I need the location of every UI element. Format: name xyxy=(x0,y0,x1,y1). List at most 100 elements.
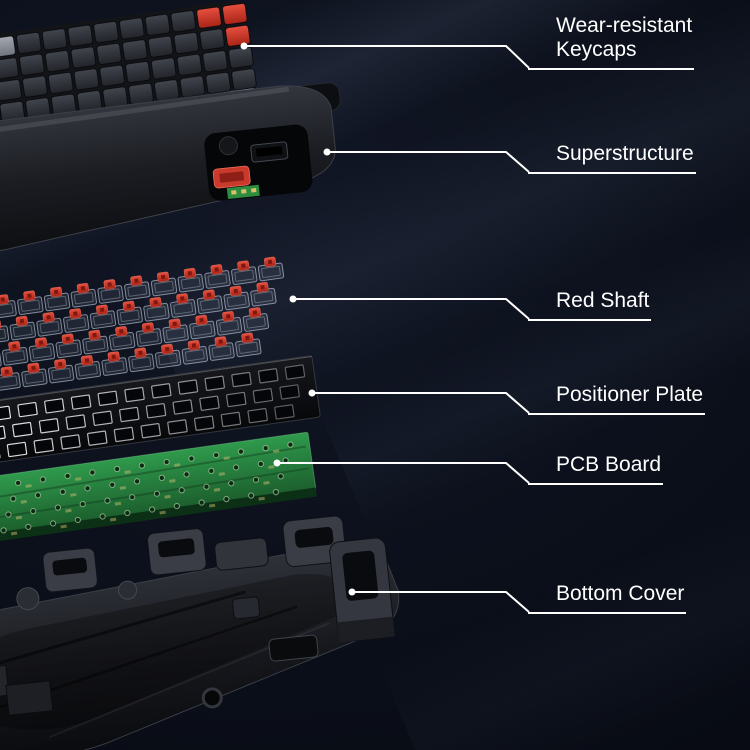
standoff-slot xyxy=(294,526,334,548)
switch-unit xyxy=(241,305,270,333)
pcb-pad xyxy=(183,471,190,478)
pcb-pad xyxy=(109,481,116,488)
leader-bottom-cover xyxy=(352,591,530,613)
switch-unit xyxy=(229,259,258,286)
plate-hole xyxy=(12,421,33,438)
keycap xyxy=(199,28,225,51)
corner-block-step xyxy=(337,616,395,643)
plate-hole xyxy=(0,405,12,422)
pcb-gold-pad xyxy=(218,472,226,476)
label-positioner-plate: Positioner Plate xyxy=(528,383,706,415)
switch-unit xyxy=(96,277,124,305)
pcb-board-graphic xyxy=(0,431,317,547)
leader-keycaps xyxy=(244,45,530,69)
switch-unit xyxy=(126,346,155,373)
switch-unit xyxy=(142,295,170,322)
pcb-pad xyxy=(232,464,240,471)
switch-unit xyxy=(134,320,163,348)
leader-positioner-plate xyxy=(312,392,530,414)
switch-unit xyxy=(214,309,243,336)
switch-unit xyxy=(27,336,56,363)
keycap xyxy=(150,57,177,80)
leader-lines xyxy=(240,42,530,613)
pcb-pad xyxy=(34,492,42,499)
superstructure-graphic xyxy=(0,82,341,253)
plate-hole xyxy=(87,430,108,446)
pcb-pad xyxy=(84,485,91,492)
pcb-pad xyxy=(25,523,32,531)
pcb-pad xyxy=(257,460,264,468)
pcb-pad xyxy=(248,492,255,499)
pcb-pad-grid xyxy=(0,441,294,536)
label-line: Wear-resistant xyxy=(556,14,693,37)
pcb-pad xyxy=(15,479,22,487)
plate-hole xyxy=(113,426,135,443)
pcb-gold-pad xyxy=(159,510,166,515)
label-wear-resistant-keycaps: Wear-resistant Keycaps xyxy=(528,14,695,70)
pcb-gold-pad xyxy=(114,501,122,506)
keycap xyxy=(93,21,119,44)
plate-hole xyxy=(204,375,225,391)
pcb-gold-pad xyxy=(60,524,67,529)
keycap xyxy=(176,53,203,76)
usb-port-slot xyxy=(255,146,283,157)
standoff-slot xyxy=(52,557,88,576)
edge-notch xyxy=(0,664,10,700)
positioner-plate-graphic xyxy=(0,355,321,468)
switch-unit xyxy=(115,299,144,326)
keycap xyxy=(221,2,248,26)
switch-unit xyxy=(161,317,190,344)
pcb-pad xyxy=(149,506,156,513)
pcb-gold-pad xyxy=(10,531,18,536)
pcb-gold-pad xyxy=(169,479,176,483)
label-line: Keycaps xyxy=(556,38,637,61)
pcb-pad xyxy=(198,499,205,506)
plate-hole xyxy=(38,418,60,434)
pcb-pad xyxy=(208,467,215,475)
switch-unit xyxy=(20,361,48,388)
plate-hole xyxy=(151,383,172,399)
plate-hole xyxy=(177,379,199,395)
label-superstructure: Superstructure xyxy=(528,142,696,174)
switch-unit xyxy=(222,284,251,311)
pcb-side-edge xyxy=(0,487,317,547)
plate-hole xyxy=(60,434,81,450)
screw-boss xyxy=(201,687,223,709)
usb-cutout xyxy=(268,634,319,662)
plate-hole xyxy=(279,384,300,400)
pcb-pad xyxy=(213,451,220,459)
round-post xyxy=(16,587,40,611)
pcb-pad xyxy=(272,489,279,496)
switch-unit xyxy=(207,335,236,362)
keycap xyxy=(173,31,200,55)
plate-hole xyxy=(252,388,274,404)
leader-superstructure xyxy=(327,151,530,173)
pcb-pad xyxy=(99,513,106,520)
pcb-pad xyxy=(30,507,37,515)
plate-hole xyxy=(167,419,188,435)
plate-hole xyxy=(145,403,167,419)
pcb-gold-pad xyxy=(164,494,171,499)
leader-red-shaft xyxy=(293,298,530,320)
pcb-gold-pad xyxy=(65,508,72,513)
pcb-gold-pad xyxy=(15,515,23,520)
plate-hole xyxy=(140,423,161,439)
pcb-gold-pad xyxy=(268,465,275,469)
label-pcb-board: PCB Board xyxy=(528,453,664,485)
pcb-pad xyxy=(203,483,210,490)
switch-unit xyxy=(42,285,71,312)
switch-unit xyxy=(100,350,129,377)
pcb-pad xyxy=(104,497,111,504)
keycap xyxy=(118,17,145,40)
switch-unit xyxy=(153,342,182,369)
keycap xyxy=(147,35,174,58)
leader-dot xyxy=(273,459,281,467)
switch-unit xyxy=(149,270,178,297)
plate-hole xyxy=(193,415,215,431)
pcb-pad xyxy=(133,478,141,485)
plate-edge-highlight xyxy=(0,356,313,408)
plate-hole xyxy=(274,404,295,420)
keycap xyxy=(205,71,232,95)
leader-dot xyxy=(289,295,297,303)
pcb-pad xyxy=(178,487,185,494)
